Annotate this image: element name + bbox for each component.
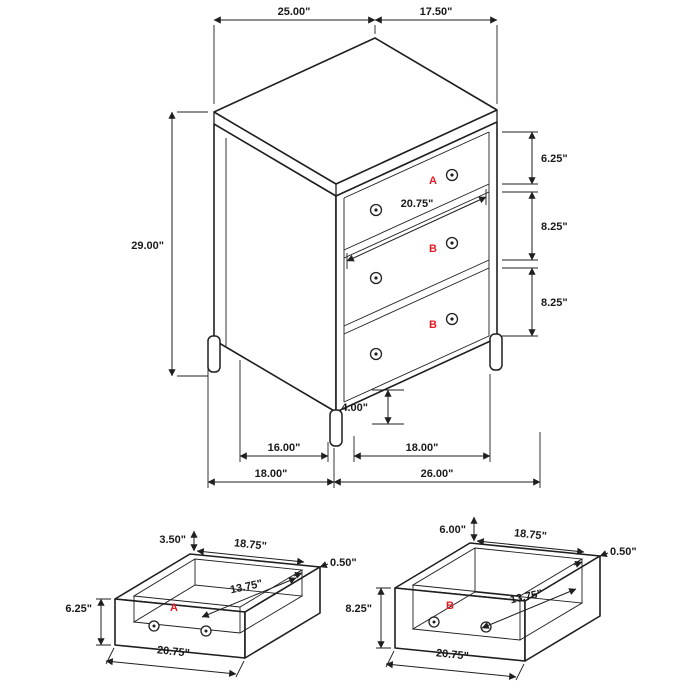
dim-drawer-front-width: 20.75" — [346, 189, 487, 269]
drawer-b-detail-label: B — [446, 600, 454, 612]
drawer-a-detail-label: A — [170, 602, 178, 614]
dim-b-wall-thickness-value: 0.50" — [610, 546, 637, 558]
chest-isometric-view: A B B 25.00" 17.50" 29.00" 6.25" 8.25" 8 — [131, 6, 568, 488]
dim-drawer-front-width-value: 20.75" — [401, 198, 434, 210]
dim-b-side-height: 6.00" — [439, 516, 478, 542]
dim-overall-height-value: 29.00" — [131, 240, 164, 252]
chest-leg-right — [489, 333, 503, 371]
dim-drawer-a-height-value: 6.25" — [541, 153, 568, 165]
dim-b-inner-width: 18.75" — [476, 527, 585, 555]
dim-drawer-b2-height-value: 8.25" — [541, 297, 568, 309]
dim-overall-height: 29.00" — [131, 111, 208, 377]
chest-top-slab-corners — [213, 110, 498, 196]
chest-legs — [207, 333, 503, 447]
dim-a-front-height-value: 6.25" — [65, 603, 92, 615]
dim-b-front-width-value: 20.75" — [435, 647, 469, 662]
dim-a-wall-thickness: 0.50" — [293, 557, 357, 579]
dim-a-inner-width: 18.75" — [196, 537, 305, 565]
chest-leg-left — [207, 335, 221, 373]
drawer-a-detail-view: A 6.25" 20.75" 3.50" 18.75" 0.50" 13.75" — [65, 530, 357, 678]
dim-b-inner-width-value: 18.75" — [513, 527, 547, 542]
drawer-a-inner-corners — [133, 559, 303, 633]
dim-b-front-height: 8.25" — [345, 587, 391, 649]
drawer-b2-label: B — [429, 319, 437, 331]
dim-a-wall-thickness-value: 0.50" — [330, 557, 357, 569]
dim-b-front-width: 20.75" — [385, 647, 525, 681]
dim-leg-spacing-side: 16.00" — [239, 360, 329, 462]
dim-b-side-height-value: 6.00" — [439, 524, 466, 536]
dim-a-front-width: 20.75" — [105, 644, 245, 678]
dim-top-depth-value: 17.50" — [420, 6, 453, 18]
dim-b-front-height-value: 8.25" — [345, 603, 372, 615]
dim-a-front-height: 6.25" — [65, 598, 111, 646]
dim-leg-spacing-front-value: 18.00" — [406, 442, 439, 454]
dim-base-depth: 18.00" — [207, 346, 541, 488]
drawer-a-label: A — [429, 175, 437, 187]
dim-a-front-width-value: 20.75" — [156, 644, 190, 659]
dim-a-inner-width-value: 18.75" — [233, 537, 267, 552]
dim-a-side-height: 3.50" — [159, 530, 198, 552]
dim-drawer-heights: 6.25" 8.25" 8.25" — [502, 131, 568, 337]
dim-base-width-value: 26.00" — [421, 468, 454, 480]
dim-top-width-value: 25.00" — [278, 6, 311, 18]
dim-leg-height: 4.00" — [341, 389, 404, 425]
dim-a-side-height-value: 3.50" — [159, 534, 186, 546]
drawer-b1-label: B — [429, 243, 437, 255]
dim-top-depth: 17.50" — [374, 6, 498, 24]
dim-base-width: 26.00" — [333, 468, 541, 486]
dim-leg-height-value: 4.00" — [341, 402, 368, 414]
drawer-a-knobs — [148, 620, 212, 637]
dim-drawer-b1-height-value: 8.25" — [541, 221, 568, 233]
dim-leg-spacing-side-value: 16.00" — [268, 442, 301, 454]
chest-leg-front — [329, 409, 343, 447]
dim-base-depth-value: 18.00" — [255, 468, 288, 480]
dim-b-wall-thickness: 0.50" — [573, 546, 637, 568]
dim-top-width: 25.00" — [213, 6, 498, 104]
drawer-b-detail-view: B 8.25" 20.75" 6.00" 18.75" 0.50" 13.75" — [345, 516, 637, 681]
dim-leg-spacing-front: 18.00" — [353, 374, 491, 462]
